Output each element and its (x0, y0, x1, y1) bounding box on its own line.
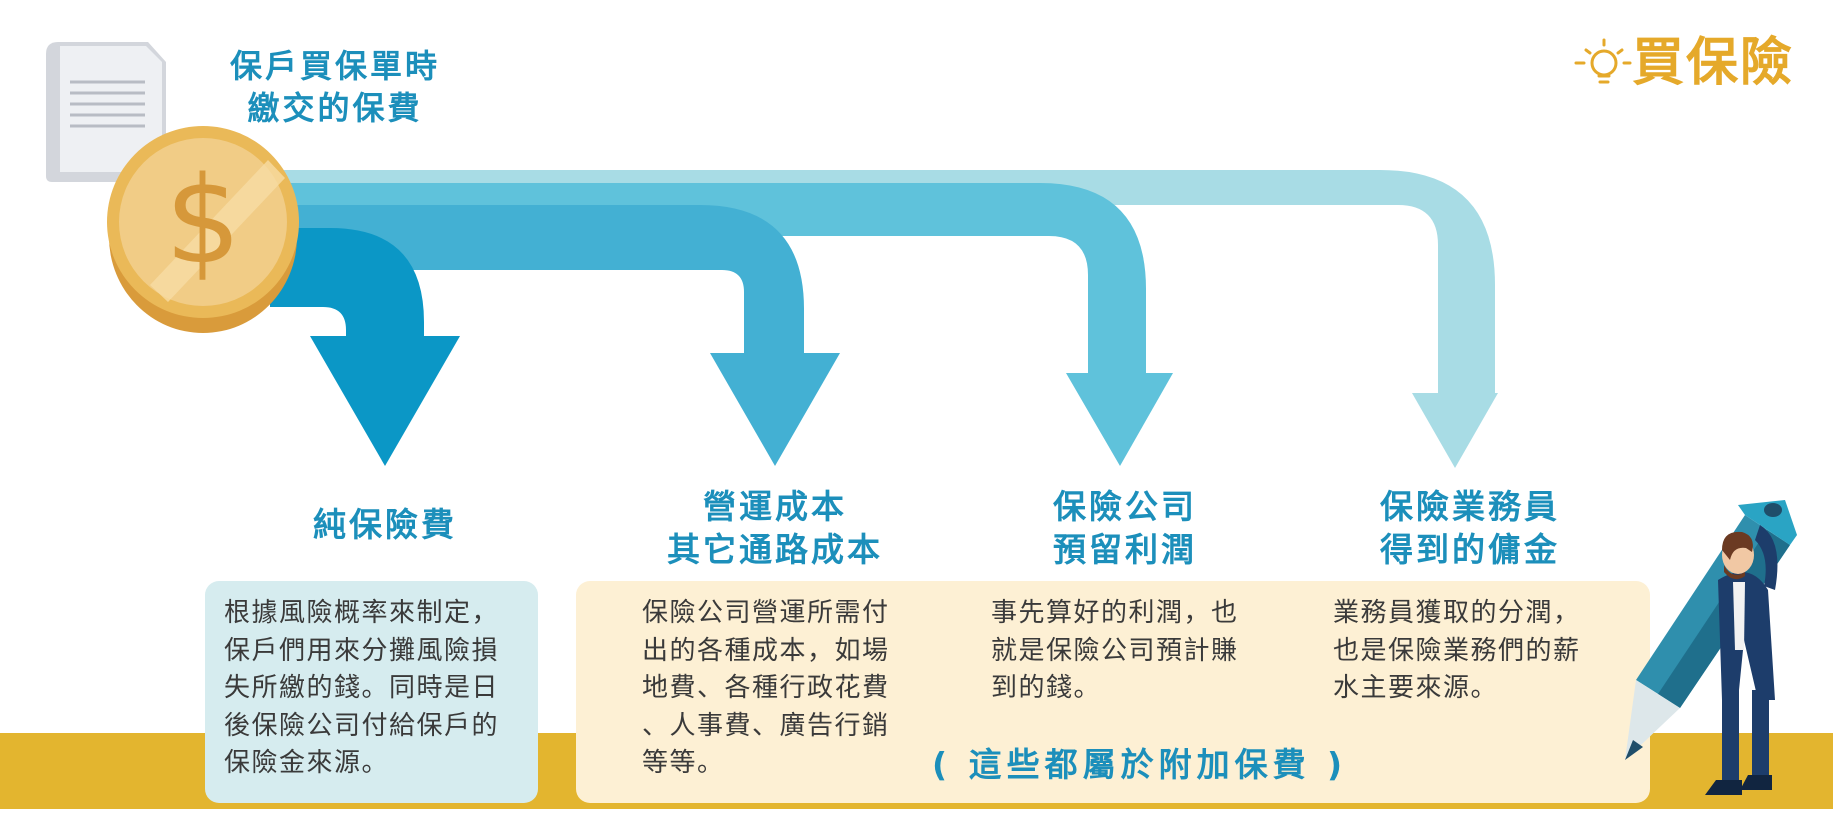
lightbulb-icon (1574, 38, 1632, 84)
bottom-strip (0, 809, 1833, 831)
document-icon (46, 42, 166, 182)
description-line: 也是保險業務們的薪 (1333, 635, 1581, 666)
description-line: 、人事費、廣告行銷 (642, 710, 890, 741)
description-line: 到的錢。 (991, 673, 1102, 703)
brand-logo-text: 買保險 (1632, 33, 1795, 93)
arrow-pure-premium (270, 228, 424, 340)
description-operating-cost: 保險公司營運所需付 出的各種成本，如場 地費、各種行政花費 、人事費、廣告行銷 … (642, 595, 932, 783)
category-title-company-profit: 保險公司 預留利潤 (1053, 487, 1197, 569)
description-line: 後保險公司付給保戶的 (224, 710, 500, 741)
description-line: 地費、各種行政花費 (642, 673, 890, 703)
arrow-head-operating-cost (710, 353, 840, 466)
card-pure-premium (205, 581, 538, 803)
coin-dollar-symbol: $ (164, 152, 242, 291)
description-line: 業務員獲取的分潤， (1333, 598, 1581, 628)
arrow-operating-cost (270, 205, 804, 355)
description-line: 失所繳的錢。同時是日 (224, 673, 500, 703)
description-line: 事先算好的利潤，也 (991, 598, 1239, 628)
description-line: 保戶們用來分攤風險損 (224, 635, 500, 666)
description-line: 出的各種成本，如場 (642, 635, 890, 666)
coin-icon (107, 126, 299, 333)
description-line: 等等。 (642, 748, 725, 778)
description-line: 水主要來源。 (1333, 673, 1499, 703)
category-title-pure-premium: 純保險費 (313, 505, 457, 544)
description-company-profit: 事先算好的利潤，也 就是保險公司預計賺 到的錢。 (991, 595, 1281, 708)
description-line: 保險公司營運所需付 (642, 598, 890, 628)
arrow-head-company-profit (1066, 373, 1173, 466)
premium-source-title: 保戶買保單時 繳交的保費 (229, 47, 440, 127)
arrow-head-agent-commission (1412, 393, 1498, 468)
arrow-head-pure-premium (310, 336, 460, 466)
description-line: 根據風險概率來制定， (224, 598, 500, 628)
card-additional-premium (576, 581, 1650, 803)
category-title-operating-cost: 營運成本 其它通路成本 (667, 487, 883, 569)
category-title-agent-commission: 保險業務員 得到的傭金 (1380, 487, 1560, 569)
description-line: 保險金來源。 (224, 748, 390, 778)
premium-source-graphic (46, 42, 299, 333)
additional-premium-note: ( 這些都屬於附加保費 ) (932, 745, 1348, 784)
description-agent-commission: 業務員獲取的分潤， 也是保險業務們的薪 水主要來源。 (1333, 595, 1623, 708)
description-pure-premium: 根據風險概率來制定， 保戶們用來分攤風險損 失所繳的錢。同時是日 後保險公司付給… (224, 595, 529, 783)
description-line: 就是保險公司預計賺 (991, 635, 1239, 666)
brand-logo: 買保險 (1572, 30, 1802, 100)
